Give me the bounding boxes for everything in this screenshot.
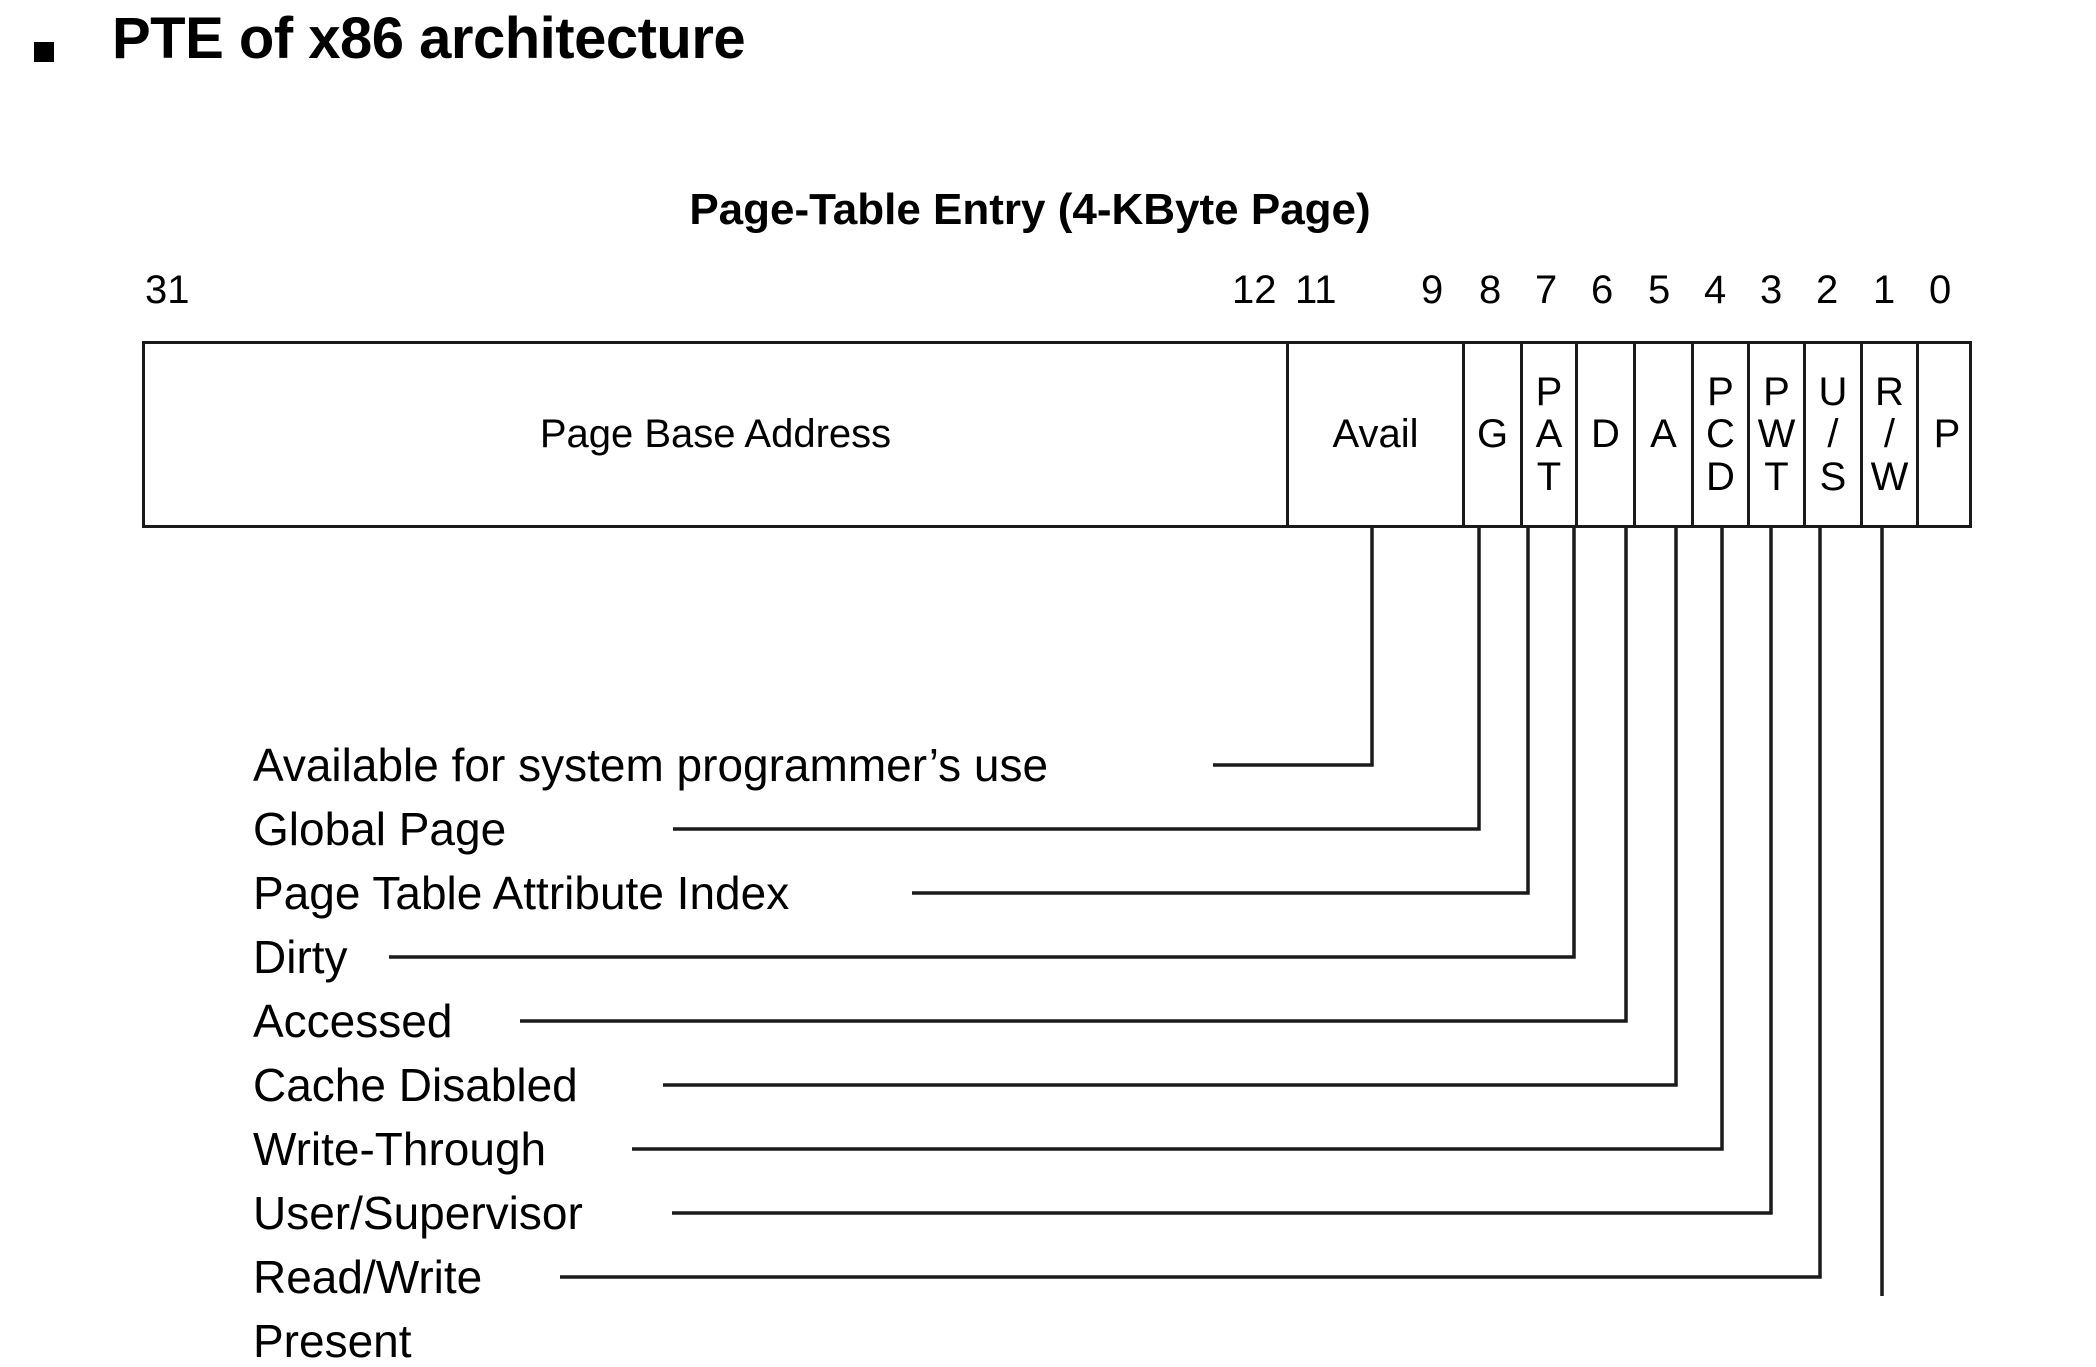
bit-number-5: 5 <box>1648 268 1671 312</box>
legend-label-8: Read/Write <box>253 1251 483 1303</box>
legend-label-0: Available for system programmer’s use <box>253 739 1049 791</box>
pte-cell-line: C <box>1706 412 1735 457</box>
pte-cell-line: T <box>1536 454 1562 499</box>
pte-cell-d: D <box>1575 344 1633 525</box>
pte-cell-rw: R/W <box>1860 344 1916 525</box>
pte-cell-line: A <box>1535 412 1563 457</box>
pte-cell-line: T <box>1764 454 1789 499</box>
pte-cell-line: / <box>1883 412 1896 457</box>
pte-cell-page-base-address: Page Base Address <box>145 344 1286 525</box>
pte-cell-avail: Avail <box>1286 344 1462 525</box>
pte-cell-label-us: U/S <box>1818 369 1848 499</box>
pte-cell-label-p: P <box>1933 412 1961 457</box>
pte-cell-a: A <box>1633 344 1691 525</box>
legend-label-4: Accessed <box>253 995 453 1047</box>
bit-number-12: 12 <box>1232 268 1277 312</box>
figure-title: Page-Table Entry (4-KByte Page) <box>689 185 1371 234</box>
pte-cell-line: U <box>1818 369 1848 414</box>
pte-cell-label-d: D <box>1591 412 1620 457</box>
pte-cell-line: P <box>1933 412 1961 457</box>
bit-number-8: 8 <box>1479 268 1502 312</box>
pte-cell-line: W <box>1870 454 1909 499</box>
bit-number-11: 11 <box>1295 268 1337 312</box>
legend-label-9: Present <box>253 1315 412 1367</box>
bit-number-31: 31 <box>145 268 190 312</box>
pte-cell-line: P <box>1763 369 1790 414</box>
page-title: PTE of x86 architecture <box>112 6 746 71</box>
pte-cell-label-g: G <box>1476 412 1509 457</box>
pte-cell-us: U/S <box>1803 344 1860 525</box>
bit-number-6: 6 <box>1591 268 1614 312</box>
legend-label-6: Write-Through <box>253 1123 547 1175</box>
pte-cell-p: P <box>1916 344 1975 525</box>
pte-cell-label-avail: Avail <box>1332 412 1419 457</box>
legend-label-2: Page Table Attribute Index <box>253 867 790 919</box>
slide-heading: PTE of x86 architecture <box>0 0 2096 110</box>
pte-cell-g: G <box>1462 344 1520 525</box>
square-bullet-icon <box>34 42 54 62</box>
legend-label-1: Global Page <box>253 803 507 855</box>
pte-cell-line: Page Base Address <box>539 412 892 457</box>
bit-number-9: 9 <box>1421 268 1444 312</box>
bit-number-0: 0 <box>1929 268 1952 312</box>
bit-number-2: 2 <box>1816 268 1839 312</box>
pte-cell-line: D <box>1706 454 1735 499</box>
pte-cell-line: D <box>1591 412 1620 457</box>
bit-number-4: 4 <box>1704 268 1727 312</box>
pte-cell-label-a: A <box>1650 412 1677 457</box>
pte-cell-label-page-base-address: Page Base Address <box>539 412 892 457</box>
pte-cell-line: Avail <box>1332 412 1419 457</box>
legend-label-3: Dirty <box>253 931 348 983</box>
pte-cell-line: A <box>1650 412 1677 457</box>
pte-cell-label-rw: R/W <box>1870 369 1909 499</box>
pte-cell-line: S <box>1819 454 1847 499</box>
pte-cell-line: / <box>1827 412 1839 457</box>
pte-cell-line: P <box>1535 369 1563 414</box>
bit-number-3: 3 <box>1760 268 1783 312</box>
bit-number-7: 7 <box>1535 268 1558 312</box>
pte-cell-line: W <box>1757 412 1796 457</box>
legend-label-7: User/Supervisor <box>253 1187 583 1239</box>
pte-cell-line: G <box>1476 412 1509 457</box>
bit-number-1: 1 <box>1873 268 1896 312</box>
legend-label-5: Cache Disabled <box>253 1059 578 1111</box>
pte-cell-line: R <box>1875 369 1904 414</box>
pte-cell-line: P <box>1707 369 1734 414</box>
